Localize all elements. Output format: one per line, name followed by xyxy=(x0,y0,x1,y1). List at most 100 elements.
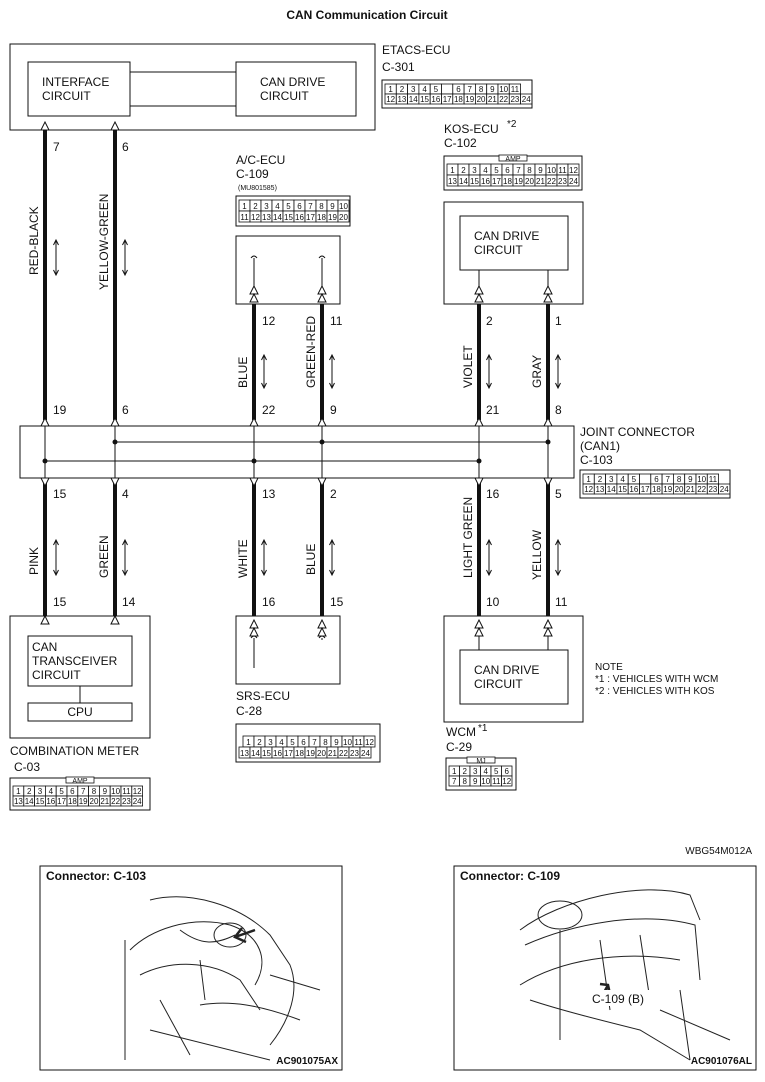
connector-cell xyxy=(131,795,144,807)
note-line: *1 : VEHICLES WITH WCM xyxy=(595,674,718,685)
connector-pin-number: 13 xyxy=(397,95,406,104)
connector-pin-number: 1 xyxy=(242,202,247,211)
internal-stub xyxy=(250,635,258,668)
kos-ecu-star: *2 xyxy=(507,119,517,130)
connector-pin-number: 23 xyxy=(558,177,567,186)
wire-color-label: YELLOW-GREEN xyxy=(97,194,111,290)
pin-label: 8 xyxy=(555,403,562,417)
connector-pin-number: 1 xyxy=(452,767,457,776)
connector-pin-number: 24 xyxy=(133,797,142,806)
terminal-symbol xyxy=(110,614,120,625)
pin-label: 9 xyxy=(330,403,337,417)
connector-pin-number: 8 xyxy=(319,202,324,211)
connector-pin-number: 8 xyxy=(323,738,328,747)
connector-pin-number: 2 xyxy=(463,767,468,776)
connector-pin-number: 17 xyxy=(492,177,501,186)
connector-pin-number: 3 xyxy=(411,85,416,94)
connector-pin-number: 12 xyxy=(386,95,395,104)
terminal-symbol xyxy=(40,614,50,625)
etacs-can-drive-box xyxy=(235,61,357,117)
connector-pin-number: 6 xyxy=(505,767,510,776)
transceiver-label-1: CAN xyxy=(32,640,57,654)
connector-pin-number: 21 xyxy=(488,95,497,104)
connector-cell xyxy=(501,775,513,787)
connector-pin-number: 6 xyxy=(297,202,302,211)
connector-pin-number: 22 xyxy=(111,797,120,806)
connector-pin-number: 19 xyxy=(465,95,474,104)
pin-label: 4 xyxy=(122,487,129,501)
connector-pin-number: 5 xyxy=(286,202,291,211)
connector-pin-number: 8 xyxy=(479,85,484,94)
connector-pin-number: 6 xyxy=(301,738,306,747)
terminal-symbol xyxy=(110,477,120,488)
connector-pin-number: 9 xyxy=(490,85,495,94)
connector-tag: AMP xyxy=(72,778,88,785)
connector-pin-number: 20 xyxy=(339,213,348,222)
connector-pin-number: 11 xyxy=(122,787,131,796)
connector-pin-number: 17 xyxy=(443,95,452,104)
etacs-can-drive-label-1: CAN DRIVE xyxy=(260,75,325,89)
pin-label: 21 xyxy=(486,403,500,417)
terminal-symbol xyxy=(474,416,484,427)
combination-meter-connector-id: C-03 xyxy=(14,760,40,774)
connector-pin-number: 13 xyxy=(14,797,23,806)
connector-pin-number: 23 xyxy=(350,749,359,758)
connector-pin-number: 5 xyxy=(290,738,295,747)
connector-cell xyxy=(567,174,580,187)
wire-color-label: BLUE xyxy=(236,357,250,388)
connector-pin-number: 20 xyxy=(525,177,534,186)
junction-dot xyxy=(319,439,325,445)
connector-pin-number: 3 xyxy=(268,738,273,747)
connector-pin-number: 7 xyxy=(468,85,473,94)
connector-pin-number: 19 xyxy=(79,797,88,806)
srs-ecu-connector-id: C-28 xyxy=(236,704,262,718)
connector-pin-number: 1 xyxy=(16,787,21,796)
connector-pin-number: 15 xyxy=(470,177,479,186)
kos-can-drive-box xyxy=(459,215,569,271)
connector-pin-number: 21 xyxy=(536,177,545,186)
terminal-symbol xyxy=(474,477,484,488)
terminal-symbol xyxy=(543,416,553,427)
pin-label: 2 xyxy=(330,487,337,501)
pin-label: 16 xyxy=(486,487,500,501)
connector-pin-number: 4 xyxy=(275,202,280,211)
connector-cell xyxy=(441,83,454,95)
connector-pin-number: 10 xyxy=(499,85,508,94)
photo-c103-code: AC901075AX xyxy=(276,1056,338,1067)
connector-pin-number: 6 xyxy=(70,787,75,796)
arrow-head xyxy=(329,538,335,546)
arrow-head xyxy=(53,569,59,577)
internal-stub xyxy=(318,635,326,640)
terminal-symbol xyxy=(317,477,327,488)
connector-pin-number: 4 xyxy=(484,767,489,776)
terminal-symbol xyxy=(474,626,484,637)
connector-pin-number: 7 xyxy=(81,787,86,796)
photo-c109-code: AC901076AL xyxy=(691,1056,752,1067)
connector-pin-number: 11 xyxy=(709,475,718,484)
pin-label: 15 xyxy=(53,595,67,609)
terminal-symbol xyxy=(249,477,259,488)
connector-pin-number: 12 xyxy=(133,787,142,796)
connector-pin-number: 17 xyxy=(641,485,650,494)
connector-pin-number: 11 xyxy=(354,738,363,747)
connector-pin-number: 2 xyxy=(257,738,262,747)
ac-ecu-name: A/C-ECU xyxy=(236,153,285,167)
connector-pin-number: 1 xyxy=(586,475,591,484)
wcm-can-drive-label-2: CIRCUIT xyxy=(474,677,523,691)
photo-panel-c103 xyxy=(39,865,343,1071)
connector-pin-number: 22 xyxy=(697,485,706,494)
wire-color-label: GREEN xyxy=(97,535,111,578)
terminal-symbol xyxy=(40,416,50,427)
arrow-head xyxy=(122,538,128,546)
wcm-star: *1 xyxy=(478,723,488,734)
connector-pin-number: 4 xyxy=(422,85,427,94)
connector-pin-number: 15 xyxy=(262,749,271,758)
connector-pin-number: 21 xyxy=(100,797,109,806)
connector-pin-number: 23 xyxy=(708,485,717,494)
connector-pin-number: 5 xyxy=(632,475,637,484)
pin-label: 13 xyxy=(262,487,276,501)
terminal-symbol xyxy=(543,292,553,303)
